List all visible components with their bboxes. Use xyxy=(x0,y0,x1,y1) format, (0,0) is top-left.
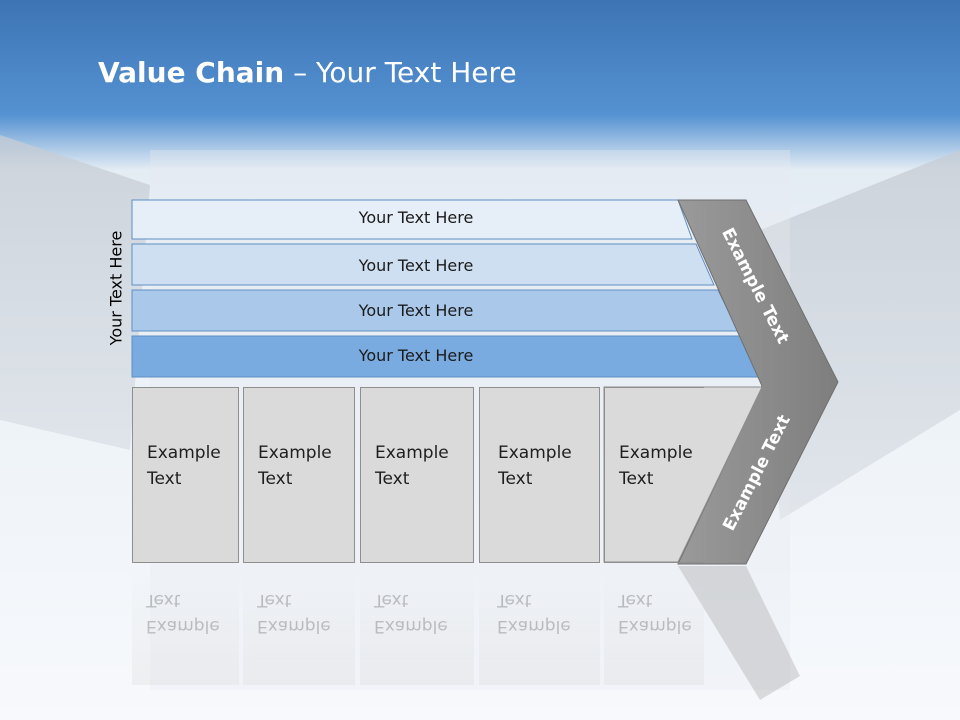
band-label-1: Your Text Here xyxy=(358,208,474,227)
page-title: Value Chain – Your Text Here xyxy=(98,56,517,89)
chevron-arrow xyxy=(677,199,839,565)
chevron-reflection xyxy=(678,566,800,700)
band-2 xyxy=(131,243,715,286)
band-label-2: Your Text Here xyxy=(358,256,474,275)
band-label-4: Your Text Here xyxy=(358,346,474,365)
band-label-3: Your Text Here xyxy=(358,301,474,320)
band-1 xyxy=(131,199,693,240)
